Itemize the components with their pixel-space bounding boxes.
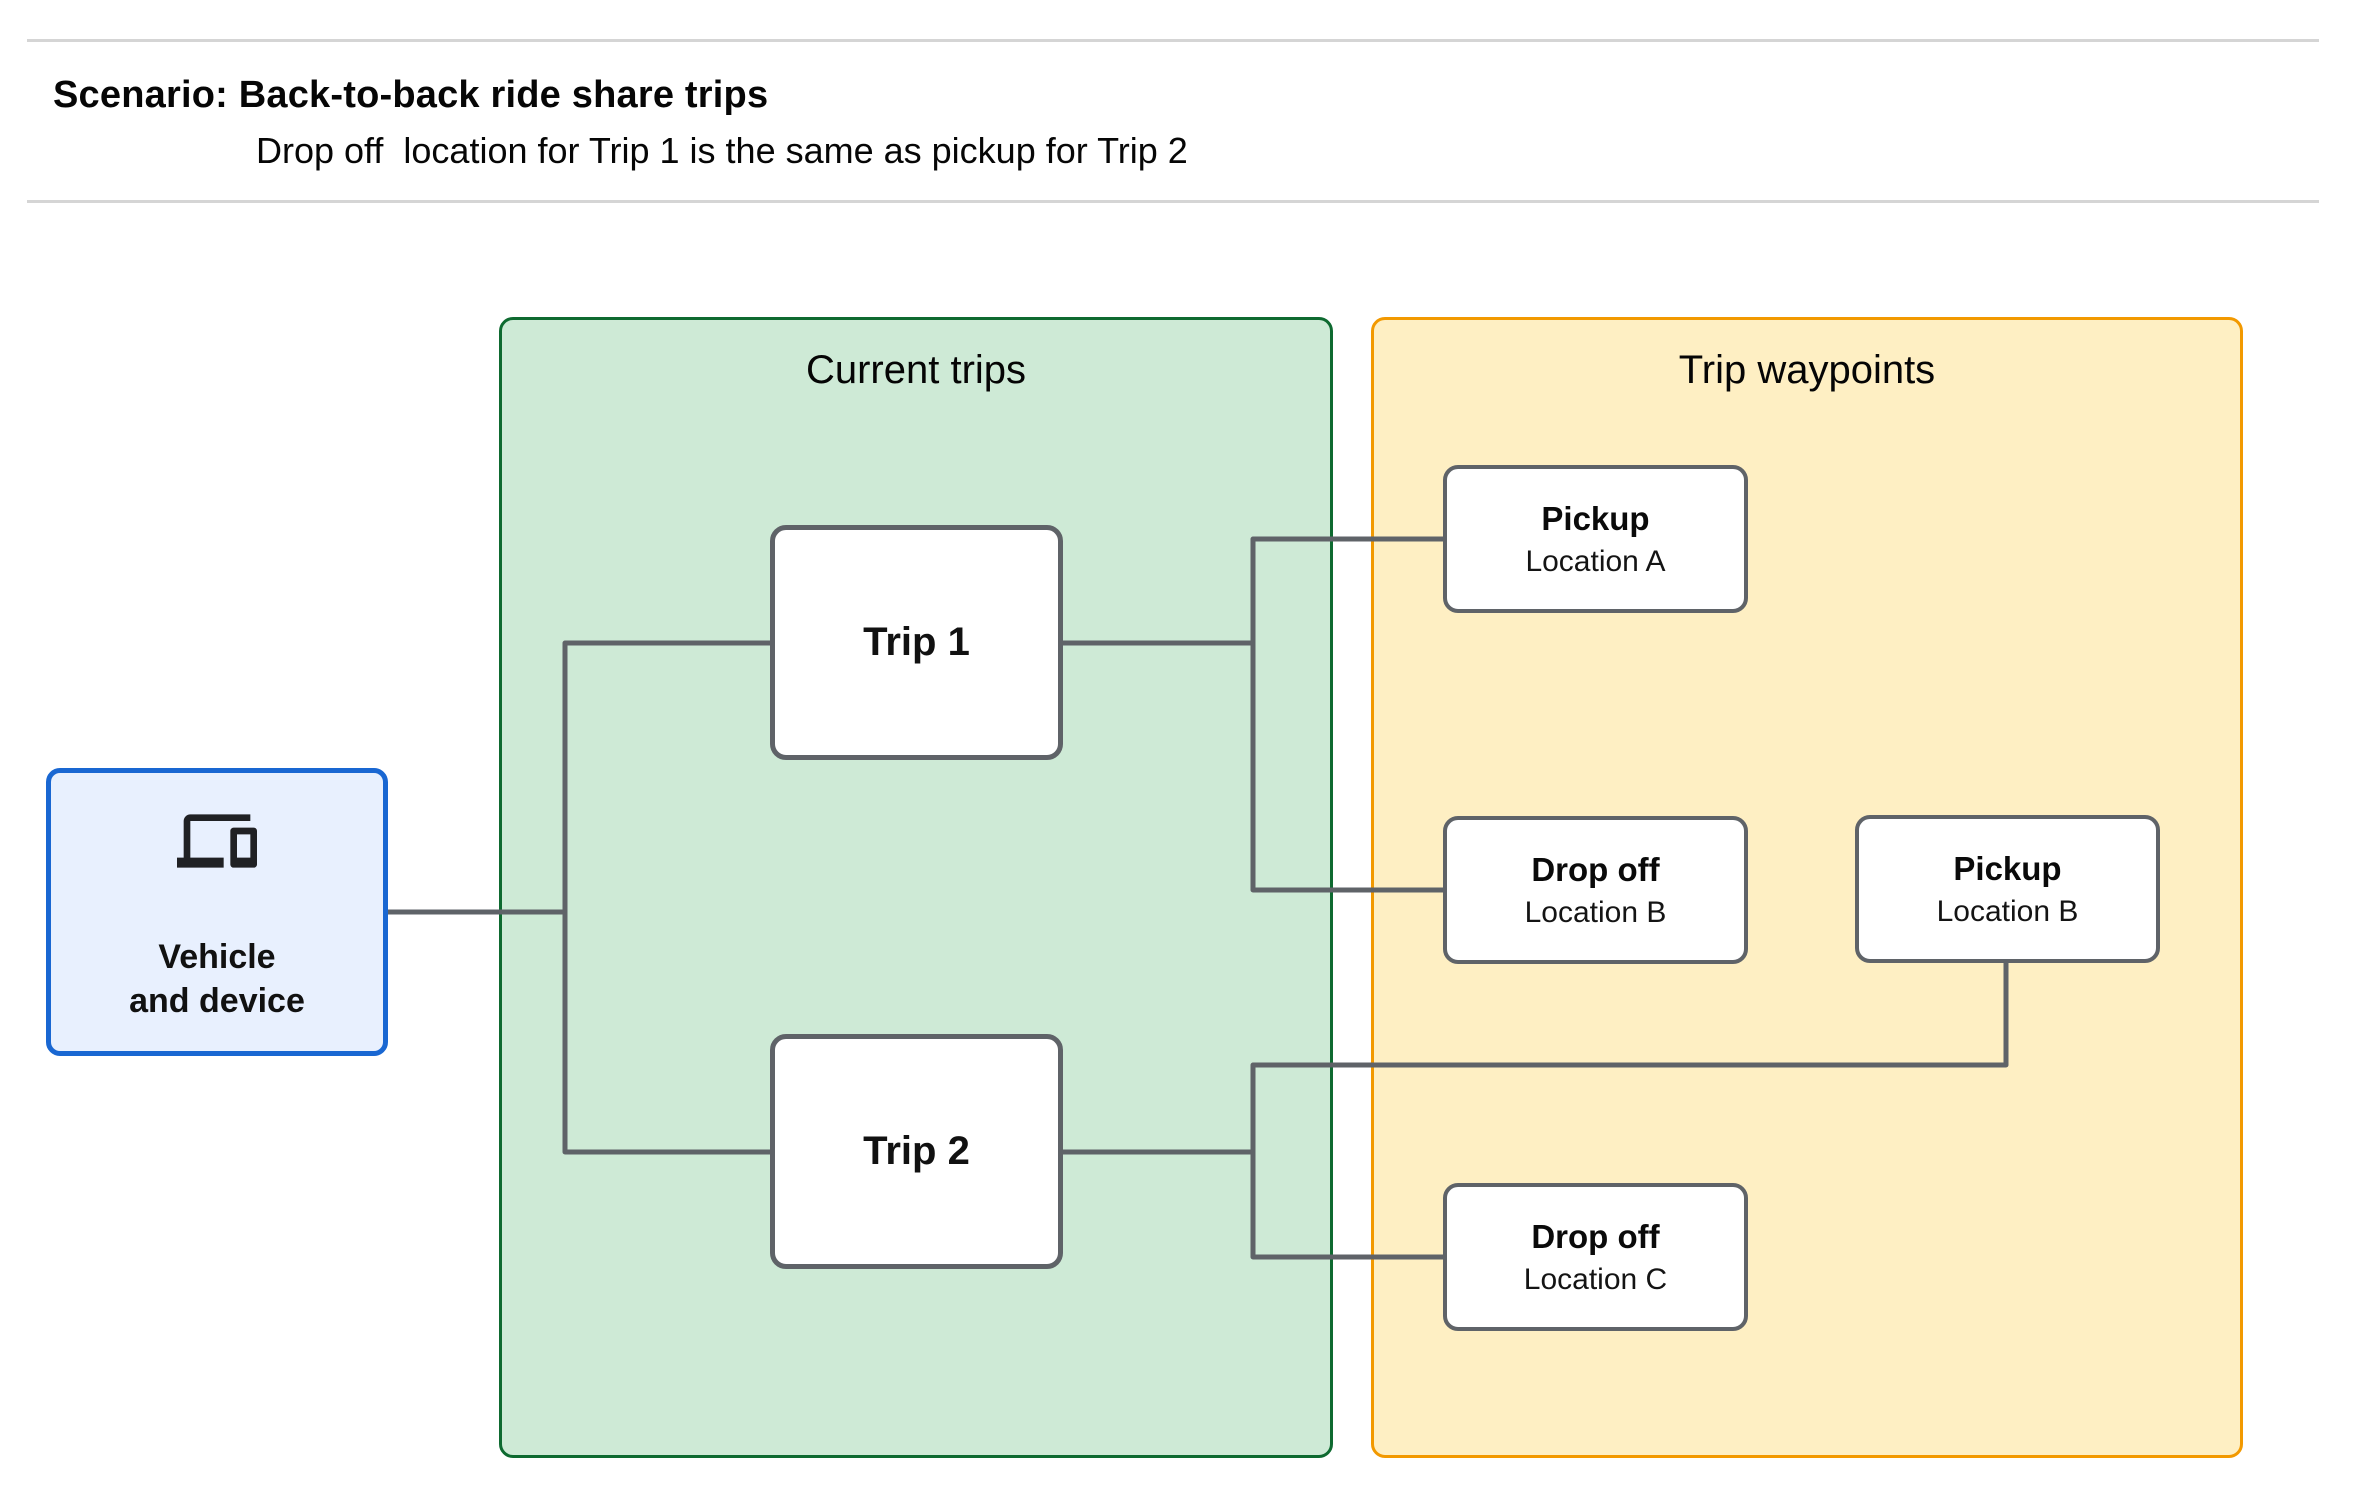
- edge-trip1-waypoints-split: [1250, 536, 1443, 893]
- top-divider: [27, 39, 2319, 42]
- waypoint-title: Pickup: [1953, 849, 2062, 887]
- waypoint-subtitle: Location A: [1525, 544, 1666, 578]
- waypoint-subtitle: Location B: [1936, 894, 2079, 928]
- waypoint-title: Pickup: [1541, 499, 1650, 537]
- vehicle-node-label: Vehicle and device: [51, 935, 383, 1023]
- vehicle-label-line2: and device: [129, 982, 305, 1020]
- vehicle-device-node: Vehicle and device: [46, 768, 388, 1056]
- waypoint-dropoff-location-b: Drop off Location B: [1443, 816, 1748, 964]
- waypoint-subtitle: Location C: [1523, 1262, 1668, 1296]
- waypoint-dropoff-location-c: Drop off Location C: [1443, 1183, 1748, 1331]
- waypoint-pickup-location-b: Pickup Location B: [1855, 815, 2160, 963]
- waypoint-title: Drop off: [1531, 850, 1660, 888]
- edge-trips-split: [562, 640, 770, 1155]
- devices-icon: [177, 814, 257, 868]
- trip-1-label: Trip 1: [863, 620, 970, 664]
- trip-2-node: Trip 2: [770, 1034, 1063, 1269]
- vehicle-label-line1: Vehicle: [158, 938, 276, 976]
- bottom-divider: [27, 200, 2319, 203]
- page-title: Scenario: Back-to-back ride share trips: [53, 74, 769, 116]
- trip-1-node: Trip 1: [770, 525, 1063, 760]
- waypoint-subtitle: Location B: [1524, 895, 1667, 929]
- edge-trip2-waypoints-split: [1250, 962, 2009, 1260]
- waypoint-pickup-location-a: Pickup Location A: [1443, 465, 1748, 613]
- trip-waypoints-title: Trip waypoints: [1678, 348, 1936, 392]
- trip-2-label: Trip 2: [863, 1129, 970, 1173]
- current-trips-title: Current trips: [805, 348, 1027, 392]
- waypoint-title: Drop off: [1531, 1217, 1660, 1255]
- page-subtitle: Drop off location for Trip 1 is the same…: [256, 130, 1188, 171]
